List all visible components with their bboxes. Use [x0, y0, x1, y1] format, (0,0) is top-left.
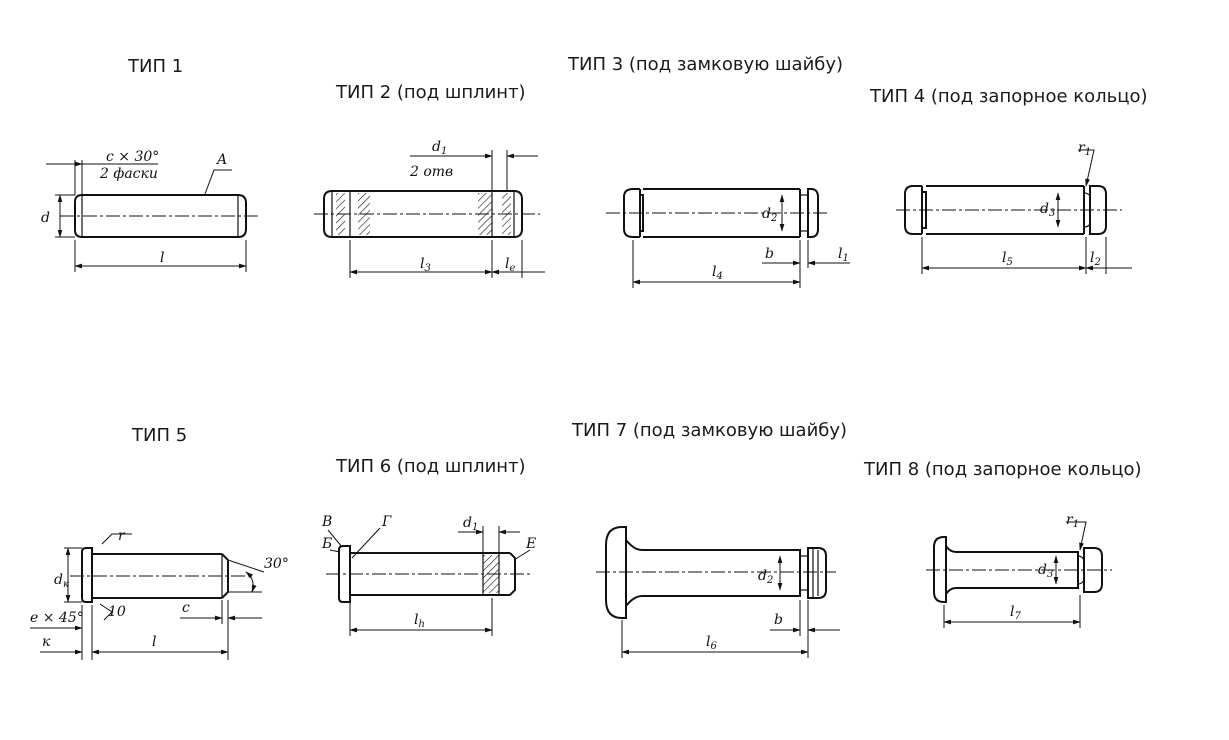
t6-point-e: Е — [525, 536, 536, 552]
pin-type-2: d1 2 отв l3 le — [314, 139, 545, 278]
t5-dim-l: l — [152, 634, 156, 650]
caption-type-7: ТИП 7 (под замковую шайбу) — [572, 420, 848, 441]
t6-point-g: Г — [381, 514, 392, 530]
t2-hole-section-left — [336, 193, 345, 235]
t4-dim-d3: d3 — [1040, 201, 1055, 219]
t5-dim-dk: dк — [54, 572, 69, 590]
t7-dim-b: b — [774, 612, 783, 628]
t6-dim-d1: d1 — [463, 515, 478, 533]
t1-surface-a: A — [215, 152, 227, 168]
t5-dim-k: к — [42, 634, 51, 650]
t5-chamfer: e × 45° — [30, 610, 84, 626]
t7-dim-l6: l6 — [706, 634, 717, 652]
t4-dim-l5: l5 — [1002, 250, 1013, 268]
t1-dim-d: d — [41, 210, 50, 226]
t7-dim-d2: d2 — [758, 568, 773, 586]
caption-type-5: ТИП 5 — [132, 425, 188, 446]
pin-type-3: d2 l4 b l1 — [606, 188, 850, 288]
t6-point-b: Б — [321, 536, 332, 552]
t4-dim-l2: l2 — [1090, 250, 1101, 268]
caption-type-3: ТИП 3 (под замковую шайбу) — [568, 54, 844, 75]
pin-type-8: r1 d3 l7 — [926, 512, 1112, 628]
caption-type-2: ТИП 2 (под шплинт) — [336, 82, 526, 103]
pin-type-7: d2 l6 b — [596, 526, 840, 658]
t3-dim-l4: l4 — [712, 264, 723, 282]
t2-hole-section-right — [478, 193, 492, 235]
t6-point-v: В — [321, 514, 332, 530]
t5-angle: 30° — [264, 556, 289, 572]
t3-dim-b: b — [765, 246, 774, 262]
pin-type-4: r1 d3 l5 l2 — [896, 140, 1132, 274]
t6-hole-section — [483, 555, 499, 593]
caption-type-8: ТИП 8 (под запорное кольцо) — [864, 459, 1142, 480]
caption-type-6: ТИП 6 (под шплинт) — [336, 456, 526, 477]
t2-dim-d1: d1 — [432, 139, 447, 157]
t4-dim-r1: r1 — [1078, 140, 1091, 158]
t5-dim-c: c — [182, 600, 190, 616]
t6-dim-lh: lh — [414, 612, 425, 630]
t8-dim-d3: d3 — [1038, 562, 1053, 580]
pin-type-5: r 30° dк e × 45° 10 c к l — [30, 528, 289, 660]
t3-dim-l1: l1 — [838, 246, 849, 264]
caption-type-1: ТИП 1 — [128, 56, 184, 77]
t8-dim-r1: r1 — [1066, 512, 1079, 530]
t2-hole-section-right-2 — [502, 193, 511, 235]
t2-dim-le: le — [505, 256, 515, 274]
t5-dim-r: r — [118, 528, 126, 544]
t5-angle-10: 10 — [108, 604, 126, 620]
caption-type-4: ТИП 4 (под запорное кольцо) — [870, 86, 1148, 107]
t2-dim-l3: l3 — [420, 256, 431, 274]
t2-hole-section-left-2 — [358, 193, 370, 235]
pin-type-6: В Б Г d1 Е lh — [321, 514, 536, 636]
t8-dim-l7: l7 — [1010, 604, 1021, 622]
t1-chamfer-label: c × 30° — [106, 149, 159, 165]
t2-holes-label: 2 отв — [409, 164, 453, 180]
t1-dim-l: l — [160, 250, 164, 266]
t3-dim-d2: d2 — [762, 206, 777, 224]
t1-chamfer-count: 2 фаски — [99, 166, 158, 182]
pin-type-1: c × 30° 2 фаски A d l — [41, 149, 258, 272]
